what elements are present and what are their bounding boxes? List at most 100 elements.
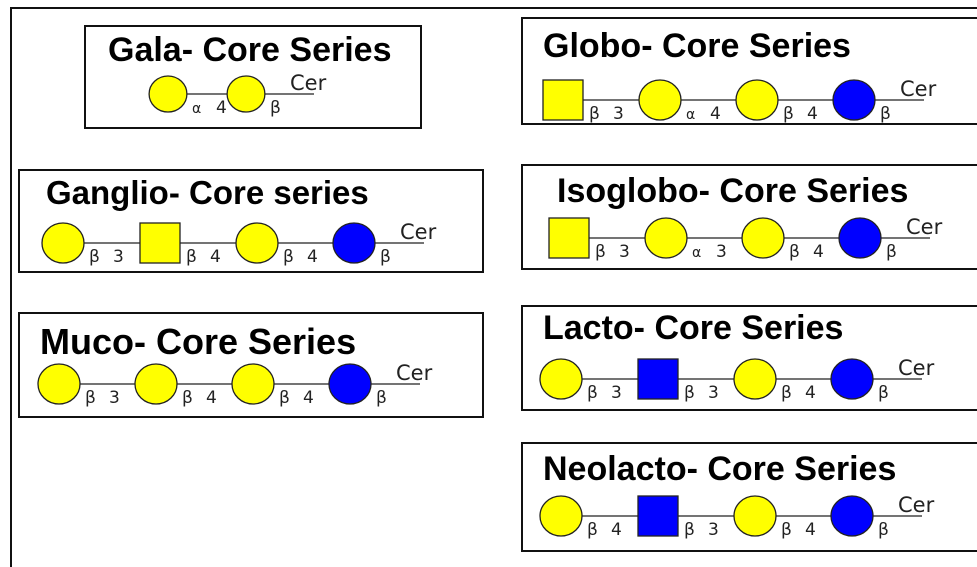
galactose-circle-symbol <box>148 75 188 113</box>
linkage-anomer-label: β <box>283 247 294 267</box>
linkage-anomer-label: β <box>595 242 606 262</box>
galactose-circle-symbol <box>41 222 85 264</box>
linkage-position-label: 4 <box>710 104 721 123</box>
galactose-circle-symbol <box>539 358 583 400</box>
linkage-anomer-label: β <box>880 104 891 123</box>
linkage-anomer-label: β <box>85 388 96 408</box>
linkage-anomer-label: β <box>589 104 600 123</box>
galactose-square-symbol <box>542 79 584 121</box>
linkage-anomer-label: β <box>886 242 897 262</box>
galactose-circle-symbol <box>134 363 178 405</box>
galactose-circle-symbol <box>638 79 682 121</box>
linkage-anomer-label: β <box>380 247 391 267</box>
linkage-anomer-label: α <box>192 101 201 117</box>
linkage-anomer-label: β <box>279 388 290 408</box>
galactose-square-symbol <box>548 217 590 259</box>
galactose-circle-symbol <box>735 79 779 121</box>
linkage-anomer-label: β <box>587 383 598 403</box>
galactose-circle-symbol <box>37 363 81 405</box>
linkage-anomer-label: β <box>878 520 889 540</box>
galactose-circle-symbol <box>539 495 583 537</box>
gala-series-title: Gala- Core Series <box>108 31 392 69</box>
galactose-circle-symbol <box>644 217 688 259</box>
galactose-circle-symbol <box>231 363 275 405</box>
lacto-series-title: Lacto- Core Series <box>543 309 844 347</box>
linkage-anomer-label: β <box>684 383 695 403</box>
linkage-position-label: 3 <box>708 520 719 540</box>
linkage-anomer-label: β <box>186 247 197 267</box>
glucose-circle-symbol <box>832 79 876 121</box>
linkage-position-label: 4 <box>813 242 824 262</box>
linkage-anomer-label: β <box>878 383 889 403</box>
glucose-circle-symbol <box>830 495 874 537</box>
linkage-anomer-label: β <box>783 104 794 123</box>
linkage-position-label: 3 <box>708 383 719 403</box>
glucose-square-symbol <box>637 358 679 400</box>
galactose-circle-symbol <box>733 495 777 537</box>
ceramide-label: Cer <box>900 77 937 101</box>
ceramide-label: Cer <box>898 493 935 517</box>
linkage-anomer-label: β <box>781 520 792 540</box>
linkage-position-label: 4 <box>307 247 318 267</box>
linkage-position-label: 4 <box>303 388 314 408</box>
galactose-square-symbol <box>139 222 181 264</box>
linkage-position-label: 4 <box>216 98 227 118</box>
linkage-anomer-label: β <box>376 388 387 408</box>
linkage-position-label: 3 <box>613 104 624 123</box>
glucose-square-symbol <box>637 495 679 537</box>
linkage-anomer-label: β <box>684 520 695 540</box>
linkage-anomer-label: α <box>686 107 695 123</box>
glucose-circle-symbol <box>332 222 376 264</box>
ceramide-label: Cer <box>400 220 437 244</box>
linkage-position-label: 4 <box>807 104 818 123</box>
neolacto-series-title: Neolacto- Core Series <box>543 450 897 488</box>
linkage-position-label: 4 <box>805 383 816 403</box>
galactose-circle-symbol <box>226 75 266 113</box>
linkage-position-label: 3 <box>716 242 727 262</box>
ceramide-label: Cer <box>396 361 433 385</box>
linkage-position-label: 4 <box>805 520 816 540</box>
glucose-circle-symbol <box>830 358 874 400</box>
linkage-position-label: 3 <box>619 242 630 262</box>
linkage-anomer-label: β <box>781 383 792 403</box>
linkage-position-label: 4 <box>210 247 221 267</box>
linkage-anomer-label: β <box>89 247 100 267</box>
galactose-circle-symbol <box>741 217 785 259</box>
ceramide-label: Cer <box>906 215 943 239</box>
linkage-anomer-label: β <box>587 520 598 540</box>
glucose-circle-symbol <box>838 217 882 259</box>
linkage-position-label: 3 <box>113 247 124 267</box>
globo-series-title: Globo- Core Series <box>543 27 851 65</box>
isoglobo-series-title: Isoglobo- Core Series <box>557 172 909 210</box>
ceramide-label: Cer <box>290 71 327 95</box>
outer-frame <box>10 7 977 567</box>
galactose-circle-symbol <box>235 222 279 264</box>
glucose-circle-symbol <box>328 363 372 405</box>
linkage-anomer-label: β <box>182 388 193 408</box>
muco-series-title: Muco- Core Series <box>40 321 357 362</box>
linkage-anomer-label: β <box>270 98 281 118</box>
linkage-position-label: 4 <box>611 520 622 540</box>
linkage-position-label: 3 <box>611 383 622 403</box>
ganglio-series-title: Ganglio- Core series <box>46 174 369 211</box>
galactose-circle-symbol <box>733 358 777 400</box>
linkage-position-label: 3 <box>109 388 120 408</box>
linkage-anomer-label: α <box>692 245 701 261</box>
linkage-position-label: 4 <box>206 388 217 408</box>
linkage-anomer-label: β <box>789 242 800 262</box>
ceramide-label: Cer <box>898 356 935 380</box>
